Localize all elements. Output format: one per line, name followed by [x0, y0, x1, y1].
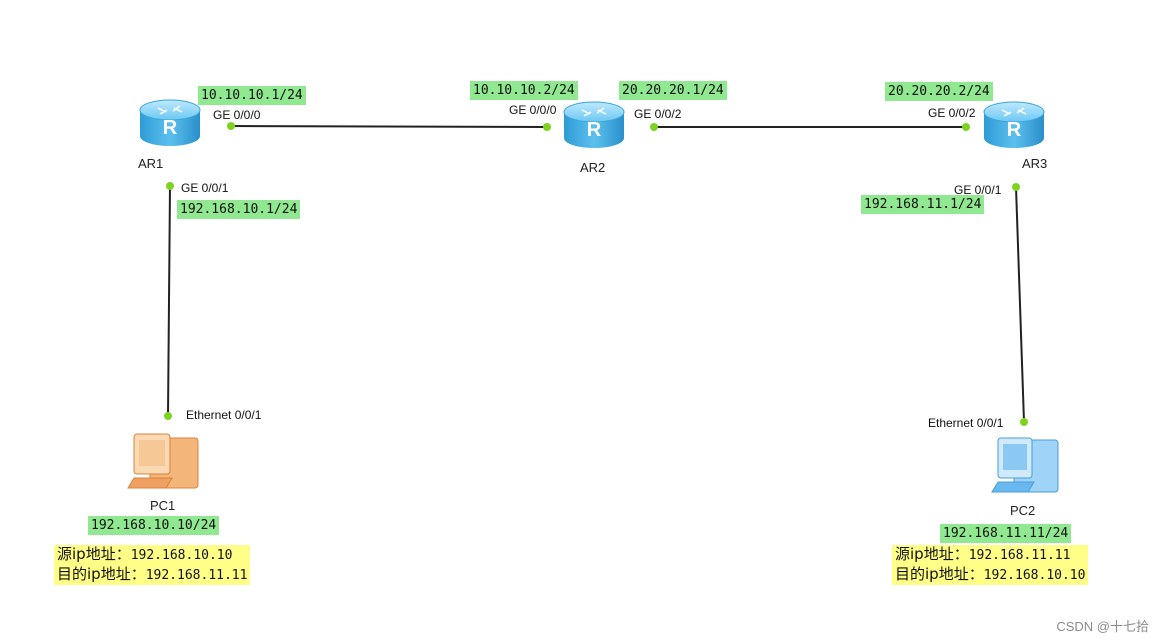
port-label-ar3-ge001: GE 0/0/1	[954, 183, 1002, 197]
router-ar3[interactable]	[983, 101, 1045, 149]
device-name-ar2: AR2	[580, 160, 605, 175]
note-src-line: 源ip地址：192.168.10.10	[57, 545, 247, 565]
port-dots	[164, 122, 1028, 426]
port-label-ar3-ge002: GE 0/0/2	[928, 106, 976, 120]
note-src-label: 源ip地址：	[895, 545, 969, 563]
port-dot[interactable]	[962, 123, 970, 131]
port-dot[interactable]	[1020, 418, 1028, 426]
router-icon	[563, 101, 625, 149]
note-dst-value: 192.168.10.10	[983, 568, 1086, 583]
ip-label-pc1: 192.168.10.10/24	[88, 516, 220, 535]
link-ar1-pc1	[167, 185, 171, 417]
pc-icon	[127, 433, 199, 489]
note-src-value: 192.168.10.10	[130, 548, 233, 563]
note-src-value: 192.168.11.11	[968, 548, 1071, 563]
ip-label-ar2-ge000: 10.10.10.2/24	[470, 81, 578, 100]
watermark: CSDN @十七拾	[1056, 619, 1149, 634]
router-icon	[983, 101, 1045, 149]
note-src-label: 源ip地址：	[57, 545, 131, 563]
device-name-ar3: AR3	[1022, 156, 1047, 171]
port-label-ar1-ge001: GE 0/0/1	[181, 181, 229, 195]
port-dot[interactable]	[227, 122, 235, 130]
port-label-pc1-eth: Ethernet 0/0/1	[186, 408, 262, 422]
port-label-ar2-ge000: GE 0/0/0	[509, 103, 557, 117]
device-name-pc1: PC1	[150, 498, 175, 513]
ip-label-ar3-ge001: 192.168.11.1/24	[861, 195, 985, 214]
port-dot[interactable]	[164, 412, 172, 420]
note-dst-line: 目的ip地址：192.168.10.10	[895, 565, 1085, 585]
pc-pc2[interactable]	[991, 437, 1059, 493]
packet-note-pc1: 源ip地址：192.168.10.10 目的ip地址：192.168.11.11	[54, 545, 251, 585]
ip-label-ar1-ge000: 10.10.10.1/24	[198, 86, 306, 105]
link-ar1-ar2	[230, 125, 548, 128]
note-src-line: 源ip地址：192.168.11.11	[895, 545, 1085, 565]
port-label-ar2-ge002: GE 0/0/2	[634, 107, 682, 121]
ip-label-ar3-ge002: 20.20.20.2/24	[885, 82, 993, 101]
ip-label-pc2: 192.168.11.11/24	[940, 524, 1072, 543]
router-icon	[139, 99, 201, 147]
device-name-ar1: AR1	[138, 156, 163, 171]
port-dot[interactable]	[1012, 183, 1020, 191]
device-name-pc2: PC2	[1010, 503, 1035, 518]
pc-icon	[991, 437, 1059, 493]
port-dot[interactable]	[543, 123, 551, 131]
router-ar1[interactable]	[139, 99, 201, 147]
note-dst-label: 目的ip地址：	[57, 565, 146, 583]
pc-pc1[interactable]	[127, 433, 199, 489]
port-dot[interactable]	[650, 123, 658, 131]
packet-note-pc2: 源ip地址：192.168.11.11 目的ip地址：192.168.10.10	[892, 545, 1089, 585]
note-dst-line: 目的ip地址：192.168.11.11	[57, 565, 247, 585]
port-label-pc2-eth: Ethernet 0/0/1	[928, 416, 1004, 430]
ip-label-ar2-ge002: 20.20.20.1/24	[619, 81, 727, 100]
port-label-ar1-ge000: GE 0/0/0	[213, 108, 261, 122]
note-dst-value: 192.168.11.11	[145, 568, 248, 583]
router-ar2[interactable]	[563, 101, 625, 149]
link-ar3-pc2	[1015, 186, 1025, 423]
ip-label-ar1-ge001: 192.168.10.1/24	[177, 200, 301, 219]
port-dot[interactable]	[166, 182, 174, 190]
note-dst-label: 目的ip地址：	[895, 565, 984, 583]
